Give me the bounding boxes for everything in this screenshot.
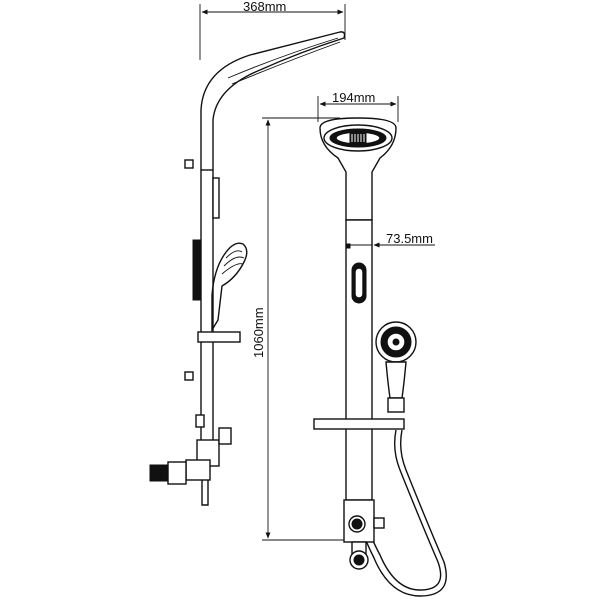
front-valve bbox=[343, 499, 385, 570]
side-shower-arm bbox=[200, 31, 346, 170]
dimension-194: 194mm bbox=[317, 90, 399, 122]
side-hand-shower bbox=[211, 242, 248, 333]
dimension-label-194: 194mm bbox=[332, 90, 375, 105]
front-hand-shower bbox=[375, 321, 417, 413]
shower-hose bbox=[361, 429, 447, 597]
front-shower-head bbox=[319, 117, 397, 221]
dimension-1060: 1060mm bbox=[251, 117, 345, 541]
front-view: 194mm 1060mm bbox=[251, 90, 447, 597]
dimension-73-5: 73.5mm bbox=[371, 230, 435, 250]
wall-connector bbox=[149, 461, 187, 485]
dimension-label-73-5: 73.5mm bbox=[386, 231, 433, 246]
side-column bbox=[149, 159, 241, 506]
front-column bbox=[313, 219, 405, 501]
dimension-368: 368mm bbox=[199, 0, 346, 60]
side-view: 368mm bbox=[149, 0, 346, 506]
dimension-label-1060: 1060mm bbox=[251, 307, 266, 358]
dimension-label-368: 368mm bbox=[243, 0, 286, 14]
